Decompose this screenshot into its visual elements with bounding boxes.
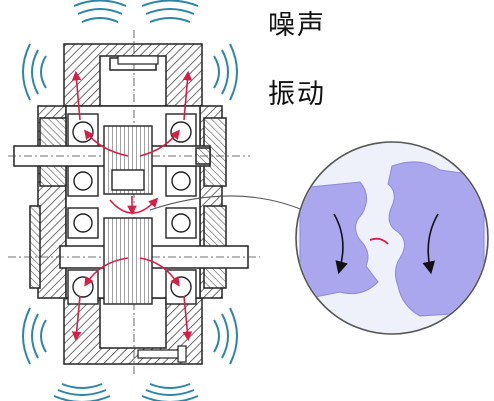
arrow-icon [109, 197, 159, 214]
wave-arc-icon [22, 43, 47, 101]
arrow-icon [71, 70, 82, 121]
vibration-label: 振动 [268, 79, 326, 110]
gear-mesh-zoom [295, 141, 489, 335]
arrow-icon [84, 129, 129, 157]
noise-label: 噪声 [268, 10, 326, 41]
arrow-icon [139, 129, 180, 157]
arrow-icon [139, 257, 180, 287]
driven-gear [103, 217, 153, 305]
bearing [67, 207, 99, 239]
wave-arc-icon [213, 307, 238, 365]
bearing [165, 207, 197, 239]
arrow-icon [84, 257, 129, 287]
wave-arc-icon [22, 307, 47, 365]
wave-arc-icon [141, 383, 199, 401]
arrow-icon [422, 213, 439, 275]
contact-point [369, 237, 389, 245]
zoom-leader-line [149, 195, 313, 215]
arrow-icon [182, 295, 193, 342]
wave-arc-icon [141, 0, 199, 23]
wave-arc-icon [73, 0, 127, 23]
bearing [165, 113, 197, 151]
wave-arc-icon [53, 383, 111, 401]
bearing [67, 165, 99, 197]
flow-arrows [71, 70, 193, 342]
left-gear-tooth-profile [299, 181, 379, 301]
bearing [165, 165, 197, 197]
arrow-icon [333, 213, 348, 275]
bolts [117, 55, 187, 363]
center-lines [8, 30, 260, 376]
wave-arc-icon [213, 43, 238, 101]
gearbox-housing [29, 43, 227, 365]
bearing [67, 113, 99, 151]
vibration-waves [22, 0, 238, 401]
arrow-icon [182, 70, 193, 121]
arrow-icon [71, 295, 82, 342]
